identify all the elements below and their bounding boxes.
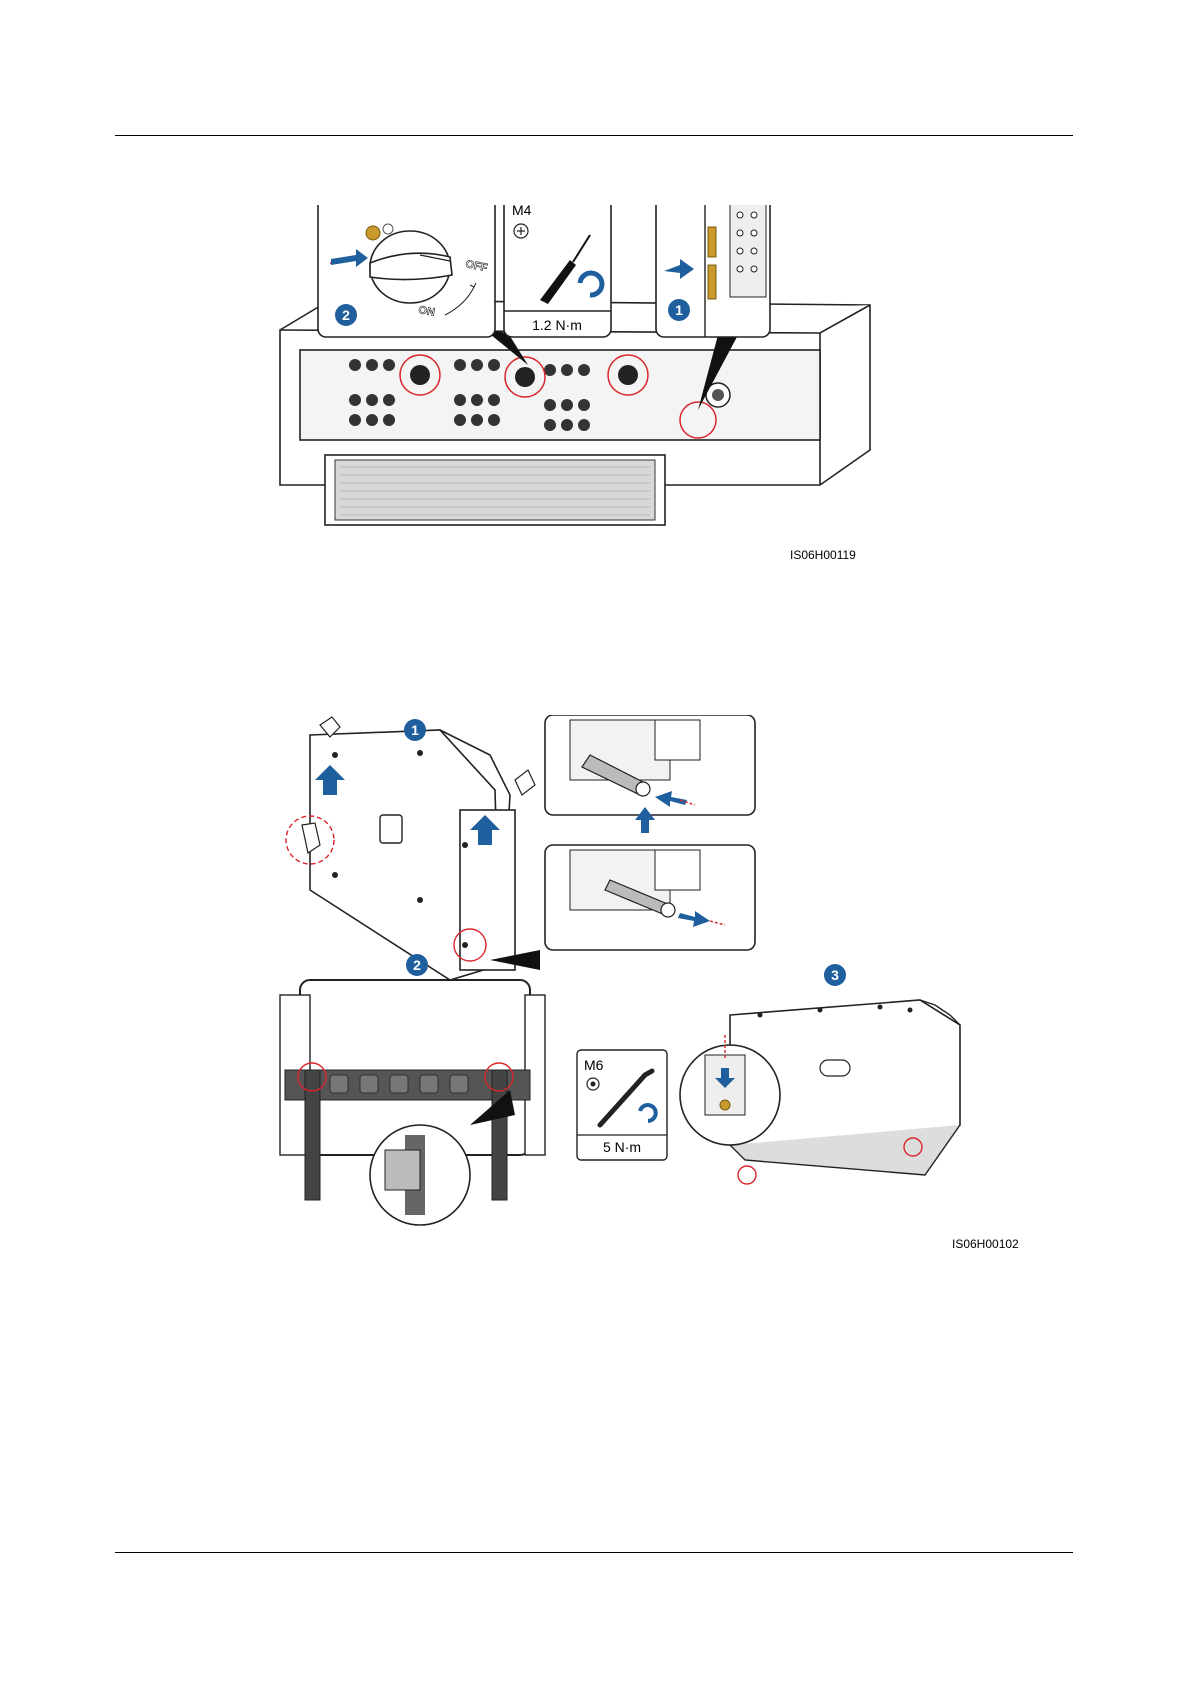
tool-bit-label: M6 (584, 1057, 604, 1073)
tool-torque-label: 5 N·m (603, 1139, 641, 1155)
figure-dc-switch-lock: OFF ON 2 M4 1.2 N·m (260, 205, 880, 565)
step-3-badge: 3 (831, 967, 839, 983)
callout-lock: 1 (656, 205, 770, 337)
tool-torque-label: 1.2 N·m (532, 317, 582, 333)
figure2-id: IS06H00102 (952, 1237, 1019, 1251)
figure2-illustration: 1 2 (260, 715, 1040, 1260)
grille (335, 460, 655, 520)
figure1-id: IS06H00119 (790, 548, 856, 562)
figure-inverter-mounting: 1 2 (260, 715, 1040, 1260)
step1-lifting: 1 (286, 717, 540, 980)
step-1-badge: 1 (411, 722, 419, 738)
step2-bracket: 2 (280, 954, 545, 1225)
step-2-badge: 2 (342, 307, 350, 323)
callout-switch: OFF ON 2 (318, 205, 495, 337)
step-2-badge: 2 (413, 957, 421, 973)
footer-rule (115, 1552, 1073, 1553)
step3-tool: M6 5 N·m (577, 1050, 667, 1160)
callout-tool: M4 1.2 N·m (504, 205, 611, 337)
header-rule (115, 135, 1073, 136)
tool-bit-label: M4 (512, 205, 532, 218)
handle-detail-install (545, 845, 755, 950)
step-1-badge: 1 (675, 302, 683, 318)
handle-detail-remove (545, 715, 755, 815)
figure1-illustration: OFF ON 2 M4 1.2 N·m (260, 205, 880, 565)
step3-secure: 3 (680, 964, 960, 1184)
